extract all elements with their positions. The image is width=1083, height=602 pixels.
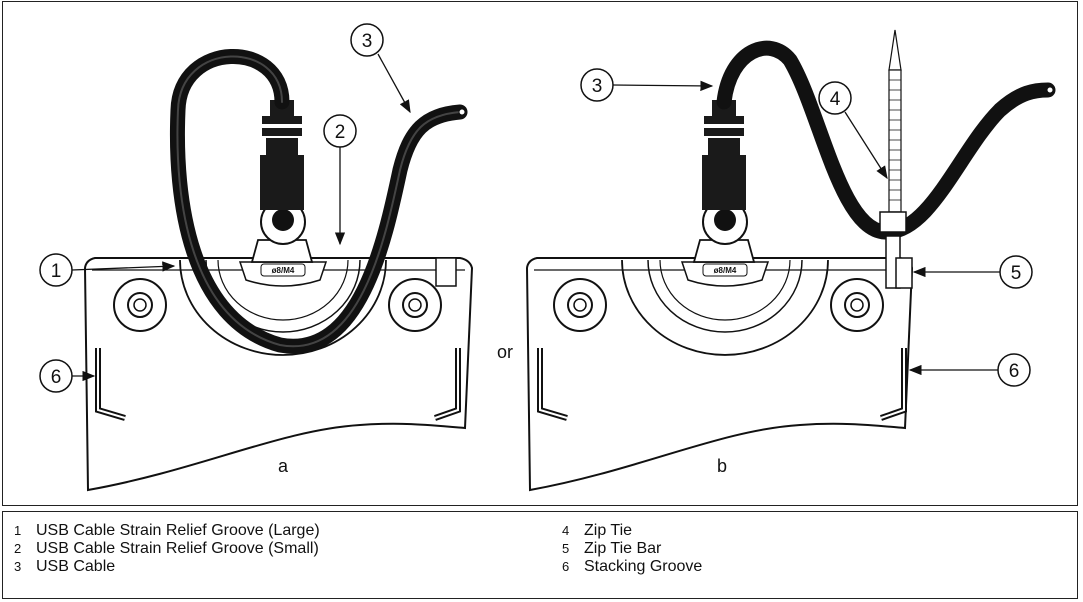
callout-3b: 3 xyxy=(580,68,714,102)
svg-text:1: 1 xyxy=(51,261,62,282)
groove-marking-b: ø8/M4 xyxy=(714,266,737,275)
groove-marking-a: ø8/M4 xyxy=(272,266,295,275)
callout-2: 2 xyxy=(323,114,357,246)
figure-frame xyxy=(2,1,1078,506)
or-connector: or xyxy=(497,342,513,362)
callout-6b: 6 xyxy=(908,353,1031,387)
callout-3a: 3 xyxy=(350,23,411,114)
zip-tie xyxy=(879,29,907,289)
strain-relief-diagram: ø8/M4 1 2 3 xyxy=(39,23,1056,492)
device-body-a xyxy=(83,257,474,492)
callout-6a: 6 xyxy=(39,359,96,393)
panel-label-b: b xyxy=(717,456,727,476)
mount-hole-b-right xyxy=(830,278,884,332)
panel-b: ø8/M4 3 4 xyxy=(525,29,1056,492)
svg-text:4: 4 xyxy=(830,89,841,110)
svg-text:3: 3 xyxy=(362,31,373,52)
legend xyxy=(2,511,1078,599)
panel-label-a: a xyxy=(278,456,289,476)
mount-hole-b-left xyxy=(553,278,607,332)
zip-tie-bar xyxy=(895,257,913,289)
svg-text:2: 2 xyxy=(335,122,346,143)
panel-a: ø8/M4 1 2 3 xyxy=(39,23,474,492)
callout-5: 5 xyxy=(912,255,1033,289)
svg-text:5: 5 xyxy=(1011,263,1022,284)
mount-hole-a-left xyxy=(113,278,167,332)
svg-text:6: 6 xyxy=(1009,361,1020,382)
device-body-b xyxy=(525,257,914,492)
svg-text:6: 6 xyxy=(51,367,62,388)
usb-cable-b xyxy=(716,40,1056,240)
svg-text:3: 3 xyxy=(592,76,603,97)
mount-hole-a-right xyxy=(388,278,442,332)
callout-4: 4 xyxy=(818,81,888,180)
callout-1: 1 xyxy=(39,253,176,287)
